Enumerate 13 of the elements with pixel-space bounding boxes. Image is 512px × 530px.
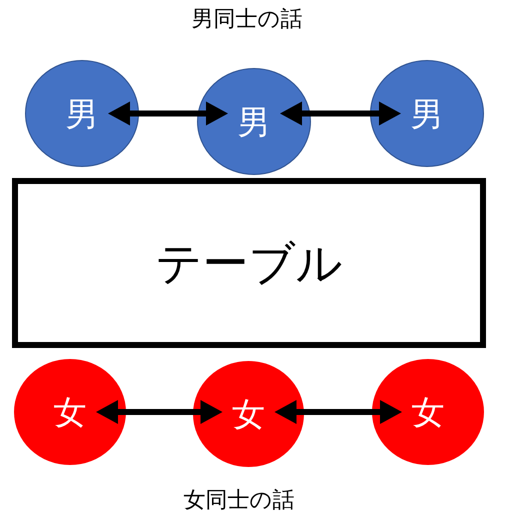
group-caption: 男同士の話 [192,9,302,31]
person-circle: 女 [14,359,126,465]
group-caption: 女同士の話 [184,490,294,512]
person-circle: 男 [370,60,484,167]
table-box: テーブル [12,178,486,348]
double-arrow [108,102,228,126]
person-circle: 男 [197,68,311,175]
double-arrow [274,400,402,424]
person-circle: 女 [372,359,484,465]
double-arrow [96,400,222,424]
person-circle: 男 [25,60,139,167]
double-arrow [280,102,401,126]
person-circle: 女 [193,361,304,467]
